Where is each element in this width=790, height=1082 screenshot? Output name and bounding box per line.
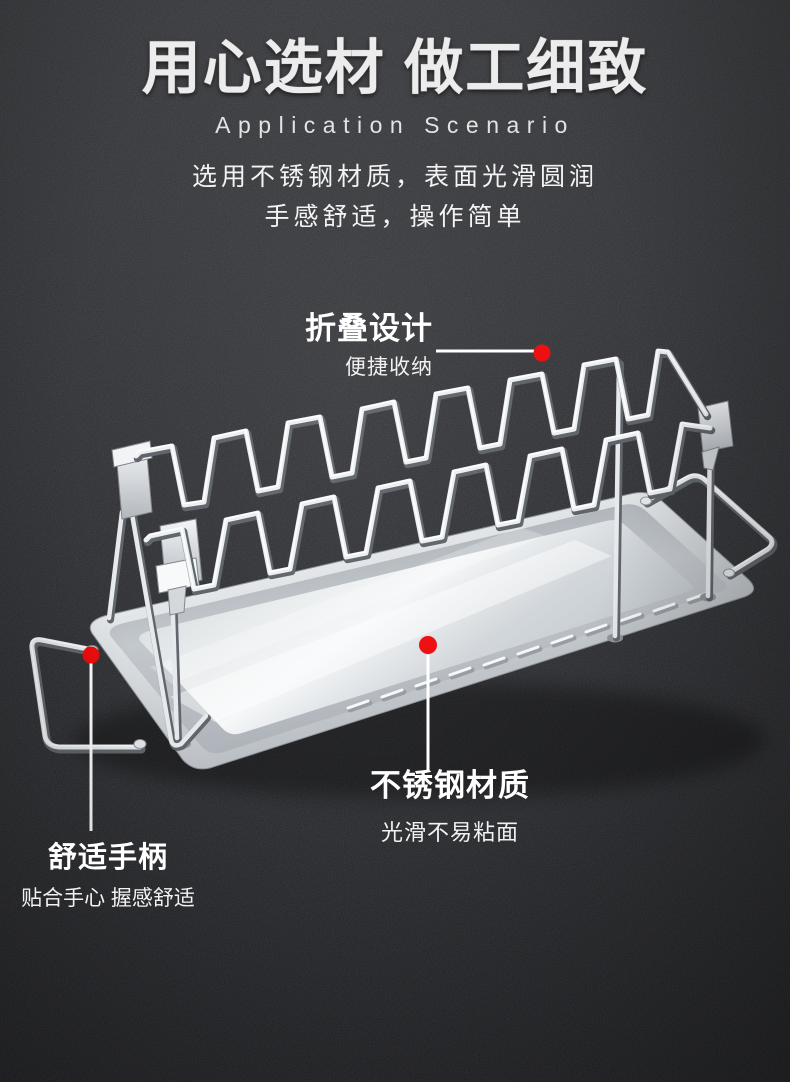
callout-stainless-material: 不锈钢材质 光滑不易粘面 <box>327 768 573 847</box>
callout-folding-design: 折叠设计 便捷收纳 <box>305 311 433 381</box>
description-line-1: 选用不锈钢材质，表面光滑圆润 <box>191 163 598 191</box>
drip-tray <box>89 492 755 770</box>
page-title: 用心选材 做工细致 <box>141 35 649 101</box>
callout-folding-title: 折叠设计 <box>305 311 433 346</box>
tray-handle-left <box>29 637 146 754</box>
rack-legs <box>106 359 716 751</box>
callout-comfort-handle: 舒适手柄 贴合手心 握感舒适 <box>6 843 210 912</box>
left-latch-tab <box>167 585 187 616</box>
page-subtitle-en: Application Scenario <box>215 112 575 138</box>
callout-graphics <box>82 344 551 831</box>
left-hinge-cap <box>111 440 153 468</box>
tray-highlight-band-2 <box>150 527 545 684</box>
tray-floor <box>139 520 693 735</box>
zigzag-rail-lower <box>143 421 716 596</box>
callout-folding-subtitle: 便捷收纳 <box>345 355 433 379</box>
callout-material-title: 不锈钢材质 <box>370 768 530 803</box>
fold-callout-dot <box>533 344 551 362</box>
material-callout-dot <box>419 636 437 654</box>
handle-callout-dot <box>82 646 100 664</box>
right-clamp-hook <box>701 446 720 471</box>
callout-handle-title: 舒适手柄 <box>47 842 168 874</box>
tray-highlight-band <box>170 540 612 722</box>
zigzag-rail-upper <box>133 348 712 512</box>
callout-material-subtitle: 光滑不易粘面 <box>380 819 519 845</box>
description-line-2: 手感舒适，操作简单 <box>264 203 526 231</box>
tray-handle-right <box>643 473 778 580</box>
callout-handle-subtitle: 贴合手心 握感舒适 <box>21 887 195 911</box>
tray-rib-marks <box>346 591 710 710</box>
